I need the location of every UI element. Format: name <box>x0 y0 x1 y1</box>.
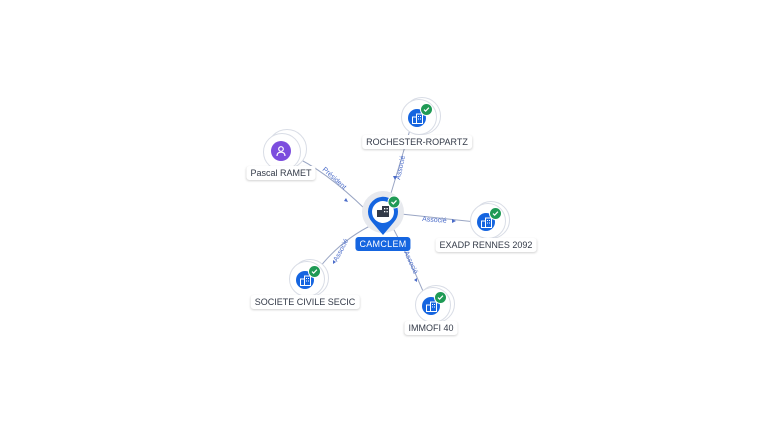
node-label: EXADP RENNES 2092 <box>435 238 537 252</box>
edge-label-exadp: Associé <box>422 216 447 225</box>
building-icon <box>377 206 389 217</box>
arrow-exadp <box>452 219 456 223</box>
person-icon <box>271 141 291 161</box>
arrow-pascal <box>344 198 348 202</box>
node-label: ROCHESTER-ROPARTZ <box>362 135 472 149</box>
arrow-rochester <box>393 176 397 180</box>
check-icon <box>391 199 397 205</box>
arrow-immofi <box>414 278 417 282</box>
arrow-secic <box>333 260 336 264</box>
node-label: Pascal RAMET <box>246 166 316 180</box>
verified-badge <box>308 265 321 278</box>
verified-badge <box>434 291 447 304</box>
node-label: SOCIETE CIVILE SECIC <box>250 295 360 309</box>
edge-label-rochester: Associé <box>395 155 407 181</box>
edge-pascal-center[interactable] <box>290 154 367 211</box>
edge-center-exadp[interactable] <box>400 213 477 223</box>
center-node-marker[interactable] <box>362 191 404 235</box>
verified-badge <box>420 103 433 116</box>
verified-badge <box>489 207 502 220</box>
center-verified-badge <box>387 195 401 209</box>
edge-label-immofi: Associé <box>402 250 418 275</box>
edge-arrows <box>333 176 456 282</box>
node-label: IMMOFI 40 <box>404 321 458 335</box>
edge-label-pascal: Président <box>321 166 348 191</box>
center-node-label[interactable]: CAMCLEM <box>355 237 411 251</box>
